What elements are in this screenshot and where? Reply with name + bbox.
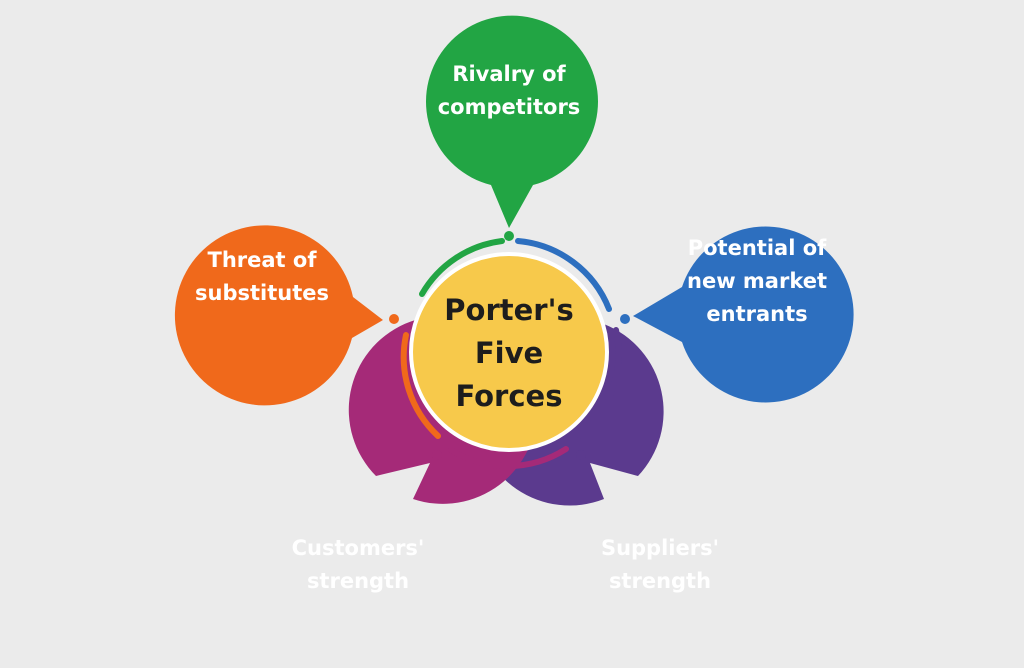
new-entrants-ring-arc: [515, 238, 612, 312]
rivalry-label: Rivalry of competitors: [437, 62, 581, 119]
new-entrants-bubble: [633, 226, 854, 403]
center-node: [409, 252, 609, 452]
substitutes-connector-dot: [389, 314, 399, 324]
suppliers-connector-dot: [576, 450, 586, 460]
substitutes-bubble: [174, 225, 383, 406]
suppliers-ring-arc: [577, 327, 622, 439]
new-entrants-label: Potential of new market entrants: [687, 235, 827, 326]
suppliers-label: Suppliers' strength: [600, 536, 720, 593]
new-entrants-connector-dot: [620, 314, 630, 324]
rivalry-bubble: [425, 15, 598, 229]
customers-connector-dot: [432, 450, 442, 460]
substitutes-label: Threat of substitutes: [195, 248, 329, 305]
substitutes-ring-arc: [400, 332, 441, 439]
center-label: Porter's Five Forces: [444, 292, 574, 413]
customers-ring-arc: [448, 446, 569, 470]
rivalry-ring-arc: [419, 238, 505, 297]
customers-label: Customers' strength: [291, 536, 425, 593]
rivalry-connector-dot: [504, 231, 514, 241]
